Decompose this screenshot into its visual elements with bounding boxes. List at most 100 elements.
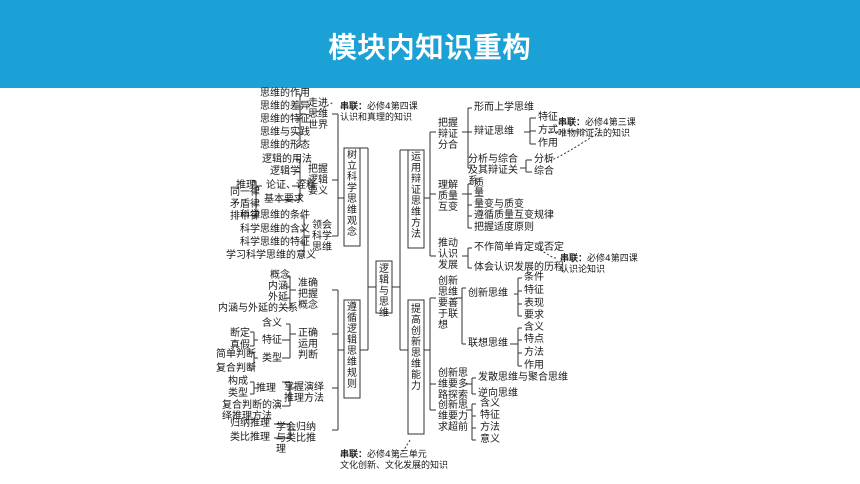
rb-g3-item: 含义	[480, 398, 500, 409]
lt-g2-basic: 基本要求	[264, 194, 304, 205]
lb-g3-item: 构成	[228, 376, 248, 387]
node-tigao-chuangxin: 提高创新思维能力	[411, 304, 421, 392]
rt-g1-item: 分析与综合及其辩证关系	[468, 154, 518, 187]
rt-g3-item: 不作简单肯定或否定	[474, 242, 564, 253]
lt-g3-item: 学习科学思维的意义	[226, 250, 316, 261]
note-2-line1: 必修4第三课	[585, 118, 636, 128]
lb-g4-item: 归纳推理	[230, 418, 270, 429]
rt-g2-item: 把握适度原则	[474, 222, 534, 233]
rb-g1-item: 含义	[524, 322, 544, 333]
lt-g3-item: 科学思维的含义	[240, 224, 310, 235]
mind-map: 逻辑与思维 树立科学思维观念 思维的作用 思维的差异 思维的特征 思维与实践 思…	[0, 88, 860, 484]
note-4-line2: 文化创新、文化发展的知识	[340, 461, 449, 471]
rb-g3-item: 方法	[480, 422, 500, 433]
note-3-line2: 认识论知识	[560, 265, 606, 275]
rt-g2-item: 量变与质变	[474, 199, 524, 210]
page-title: 模块内知识重构	[328, 31, 532, 64]
rb-g1-item: 作用	[524, 360, 544, 371]
lt-g2-item: 逻辑学	[270, 166, 300, 177]
lt-g2-item: 同一律	[230, 187, 260, 198]
rt-g2-item: 量	[474, 188, 484, 199]
rt-g3-item: 体会认识发展的历程	[474, 262, 564, 273]
lt-g2-item: 排中律	[230, 211, 260, 222]
connector-lines	[250, 93, 601, 461]
lt-g2-item: 矛盾律	[230, 199, 260, 210]
lt-g3-item: 科学思维的特征	[240, 237, 310, 248]
lt-g2-head: 把握逻辑要义	[308, 164, 328, 197]
lb-g2-leixing: 类型	[262, 353, 282, 364]
lb-g1-item: 概念	[270, 270, 290, 281]
rb-g1-branch: 创新思维	[468, 288, 508, 299]
note-1-line1: 必修4第四课	[367, 102, 418, 112]
lb-g2-head: 正确运用判断	[298, 328, 318, 361]
rb-g2-head: 创新思维要多路探索	[438, 368, 468, 401]
note-2-line2: 唯物辩证法的知识	[558, 129, 631, 139]
lb-g1-item: 外延	[268, 292, 288, 303]
lb-g4-item: 类比推理	[230, 432, 270, 443]
note-4-label: 串联：	[340, 450, 368, 460]
rb-g2-item: 逆向思维	[478, 388, 518, 399]
lb-g2-item: 简单判断	[216, 349, 256, 360]
rb-g1-item: 方法	[524, 347, 544, 358]
rb-g3-head: 创新思维要力求超前	[438, 400, 468, 433]
lt-g1-head: 走进思维世界	[308, 98, 328, 131]
node-shuli-kexue: 树立科学思维观念	[347, 150, 357, 238]
rt-g1-item: 综合	[534, 166, 554, 177]
lt-g1-item: 思维与实践	[260, 127, 310, 138]
lb-g2-tezheng: 特征	[262, 335, 282, 346]
lt-g3-item: 科学思维的条件	[240, 210, 310, 221]
root-node: 逻辑与思维	[379, 264, 389, 319]
rb-g1-item: 特点	[524, 334, 544, 345]
note-3-line1: 必修4第四课	[587, 254, 638, 264]
rt-g1-item: 辩证思维	[474, 126, 514, 137]
note-4: 串联：必修4第三单元 文化创新、文化发展的知识	[340, 450, 448, 472]
lt-g1-item: 思维的形态	[260, 140, 310, 151]
lt-g1-item: 思维的差异	[260, 101, 310, 112]
lb-g3-head: 掌握演绎推理方法	[284, 382, 324, 404]
rt-g2-item: 遵循质量互变规律	[474, 210, 554, 221]
rb-g1-item: 表现	[524, 298, 544, 309]
lb-g3-item: 复合判断的演绎推理方法	[222, 400, 282, 422]
lb-g2-item: 含义	[262, 318, 282, 329]
node-yunyong-bianzheng: 运用辩证思维方法	[411, 152, 421, 240]
lb-g1-head: 准确把握概念	[298, 278, 318, 311]
rt-g1-item: 分析	[534, 154, 554, 165]
rt-g2-item: 质	[474, 178, 484, 189]
lb-g2-item: 断定	[230, 328, 250, 339]
note-4-line1: 必修4第三单元	[367, 450, 427, 460]
lb-g1-item: 内涵与外延的关系	[218, 303, 298, 314]
rb-g3-item: 意义	[480, 434, 500, 445]
header-bar: 模块内知识重构	[0, 0, 860, 88]
note-3: 串联：必修4第四课 认识论知识	[560, 254, 638, 276]
rb-g3-item: 特征	[480, 410, 500, 421]
rt-g2-head: 理解质量互变	[438, 180, 458, 213]
rb-g1-item: 条件	[524, 272, 544, 283]
note-1-line2: 认识和真理的知识	[340, 113, 413, 123]
lb-g4-head: 学会归纳与类比推理	[276, 422, 316, 455]
note-1: 串联：必修4第四课 认识和真理的知识	[340, 102, 418, 124]
rb-g1-branch: 联想思维	[468, 338, 508, 349]
lb-g3-item: 类型	[228, 388, 248, 399]
rt-g1-item: 方式	[538, 125, 558, 136]
lt-g2-item: 逻辑的用法	[262, 154, 312, 165]
note-2-label: 串联：	[558, 118, 586, 128]
rb-g1-item: 特征	[524, 285, 544, 296]
rt-g1-item: 形而上学思维	[474, 102, 534, 113]
lt-g2-item: 推理、论证、诠释	[236, 180, 316, 191]
rt-g3-head: 推动认识发展	[438, 238, 458, 271]
lt-g1-item: 思维的特征	[260, 114, 310, 125]
lb-g1-item: 内涵	[268, 281, 288, 292]
lb-g3-tuili: 推理	[256, 383, 276, 394]
rt-g1-item: 作用	[538, 138, 558, 149]
note-1-label: 串联：	[340, 102, 368, 112]
rb-g1-head: 创新思维要善于联想	[438, 276, 458, 331]
rb-g1-item: 要求	[524, 310, 544, 321]
lt-g1-item: 思维的作用	[260, 88, 310, 99]
lt-g3-head: 领会科学思维	[312, 220, 332, 253]
note-2: 串联：必修4第三课 唯物辩证法的知识	[558, 118, 636, 140]
rt-g1-item: 特征	[538, 112, 558, 123]
node-zunxun-luoji: 遵循逻辑思维规则	[347, 302, 357, 390]
lb-g2-item: 真假	[230, 340, 250, 351]
note-3-label: 串联：	[560, 254, 588, 264]
lb-g2-item: 复合判断	[216, 363, 256, 374]
